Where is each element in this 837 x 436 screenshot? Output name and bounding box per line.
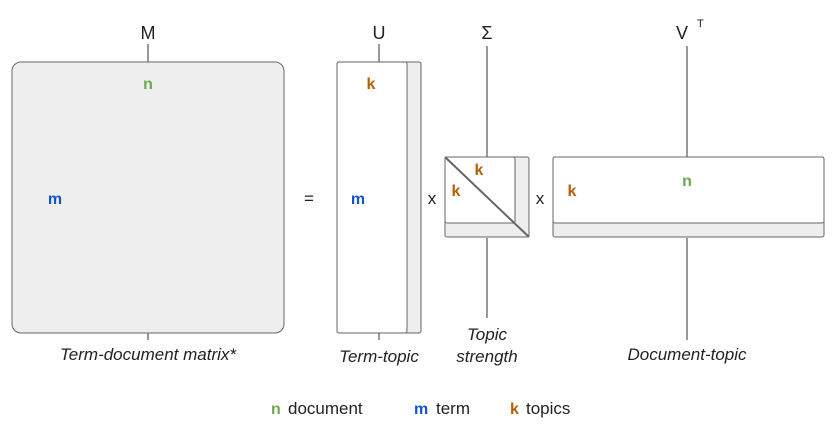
- u-caption: Term-topic: [339, 347, 419, 366]
- vt-matrix: [552, 156, 825, 238]
- u-row-dim: m: [351, 191, 365, 208]
- vt-col-dim: n: [682, 173, 692, 190]
- sigma-caption-line1: Topic: [467, 325, 508, 344]
- m-col-dim: n: [143, 76, 153, 93]
- legend-item-n: n document: [271, 399, 363, 418]
- vt-superscript: T: [697, 18, 704, 30]
- u-col-dim: k: [367, 76, 376, 93]
- sigma-col-dim: k: [475, 162, 484, 179]
- m-caption: Term-document matrix*: [60, 345, 237, 364]
- legend-item-m: m term: [414, 399, 470, 418]
- sigma-diagonal: [444, 156, 530, 238]
- equals-operator: =: [304, 189, 314, 208]
- sigma-symbol: Σ: [481, 23, 492, 43]
- vt-caption: Document-topic: [627, 345, 747, 364]
- sigma-caption-line2: strength: [456, 347, 517, 366]
- u-matrix-front: [336, 61, 408, 334]
- legend-label-m: term: [436, 399, 470, 418]
- times-operator-1: x: [428, 189, 437, 208]
- sigma-matrix: [444, 156, 530, 238]
- u-matrix: [336, 61, 422, 334]
- m-symbol: M: [141, 23, 156, 43]
- vt-symbol: V: [676, 23, 688, 43]
- legend-key-m: m: [414, 401, 428, 418]
- legend-item-k: k topics: [510, 399, 570, 418]
- legend-key-k: k: [510, 401, 519, 418]
- times-operator-2: x: [536, 189, 545, 208]
- vt-matrix-front: [552, 156, 825, 224]
- legend-label-k: topics: [526, 399, 570, 418]
- m-matrix: [11, 61, 285, 334]
- sigma-row-dim: k: [452, 183, 461, 200]
- u-symbol: U: [373, 23, 386, 43]
- legend-label-n: document: [288, 399, 363, 418]
- m-row-dim: m: [48, 191, 62, 208]
- legend-key-n: n: [271, 401, 281, 418]
- connector-lines: [147, 44, 688, 340]
- legend: n document m term k topics: [271, 399, 570, 418]
- vt-row-dim: k: [568, 183, 577, 200]
